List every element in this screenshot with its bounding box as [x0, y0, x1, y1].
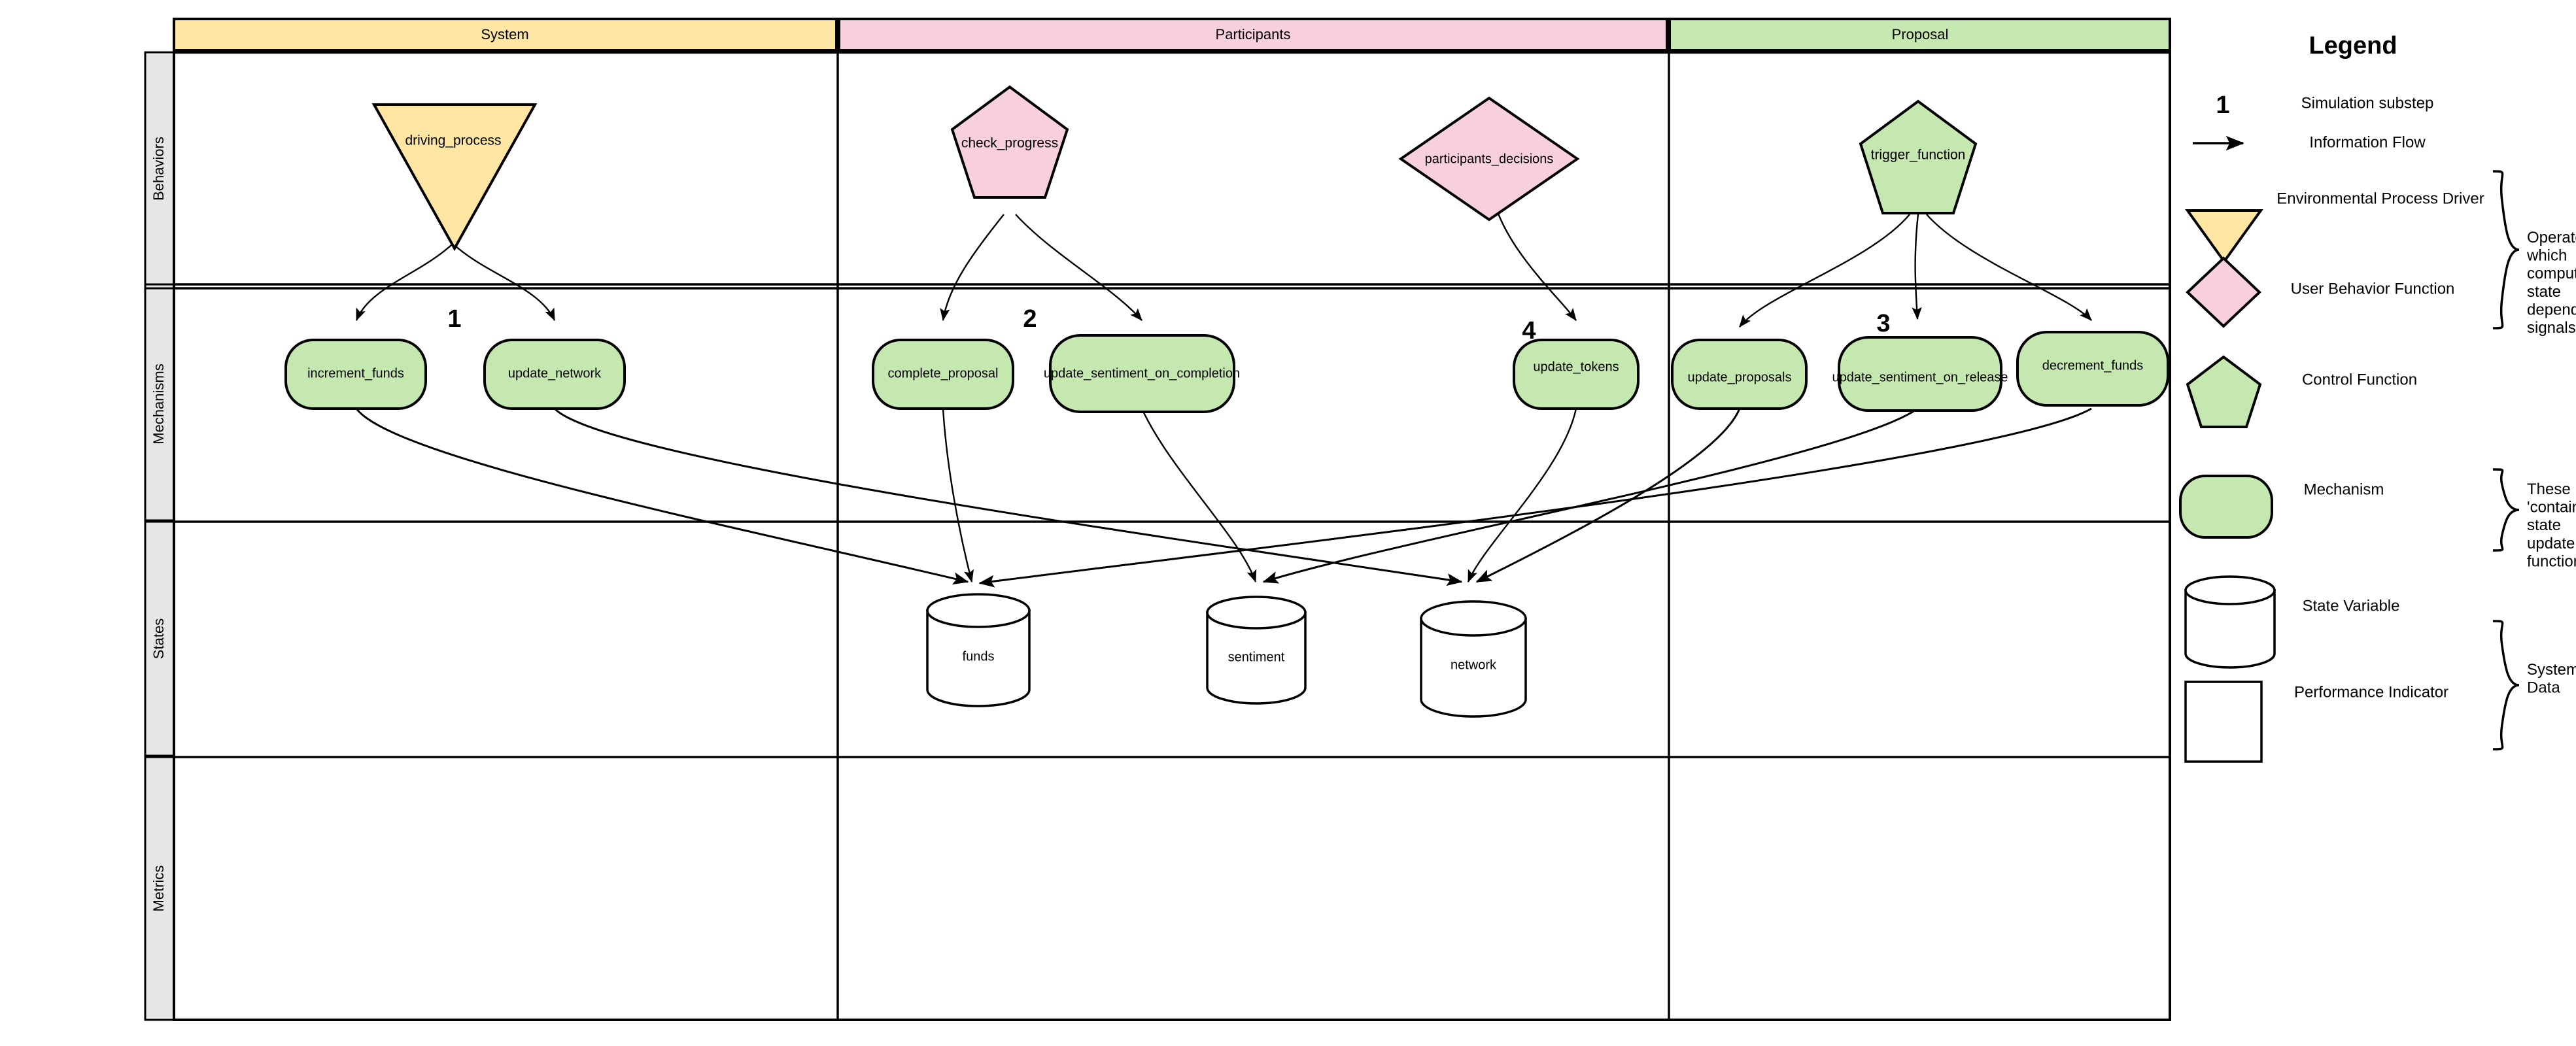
- row-label-text-behaviors: Behaviors: [150, 137, 167, 201]
- node-participants-decisions[interactable]: participants_decisions: [1398, 96, 1580, 222]
- node-label-check-progress: check_progress: [961, 136, 1058, 151]
- node-label-update-sentiment-on-release: update_sentiment_on_release: [1832, 370, 2008, 384]
- node-label-update-proposals: update_proposals: [1687, 370, 1791, 384]
- edge-update-sentiment-on-completion-to-sentiment: [1141, 408, 1257, 583]
- substep-number-4: 4: [1522, 317, 1536, 345]
- column-header-label-participants: Participants: [1216, 26, 1291, 42]
- swimlane-grid: System Participants Proposal Behaviors M…: [144, 18, 2171, 1021]
- edge-trigger-function-to-update-proposals: [1739, 214, 1910, 328]
- row-label-text-mechanisms: Mechanisms: [150, 363, 167, 444]
- cylinder-icon: [2184, 575, 2276, 605]
- bracket-operators: Operatorswhichcomputestatedependentsigna…: [2492, 170, 2576, 337]
- legend-label-environmental-process-driver: Environmental Process Driver: [2276, 190, 2484, 207]
- node-label-network: network: [1451, 658, 1497, 672]
- legend-label-performance-indicator: Performance Indicator: [2294, 683, 2448, 701]
- node-driving-process[interactable]: driving_process: [371, 103, 538, 252]
- node-label-update-network: update_network: [508, 366, 602, 380]
- rounded-rect-icon: [2179, 475, 2273, 539]
- flow-edges-mechanisms-to-states: [355, 407, 2092, 588]
- edge-check-progress-to-update-sentiment-on-completion: [1015, 214, 1142, 321]
- legend-glyph-substep-number: 1: [2216, 92, 2229, 119]
- edge-driving-process-to-update-network: [454, 245, 556, 322]
- legend-label-information-flow: Information Flow: [2309, 133, 2426, 151]
- diamond-icon: [2186, 256, 2261, 328]
- node-decrement-funds[interactable]: decrement_funds: [2016, 331, 2169, 407]
- edge-increment-funds-to-funds: [355, 408, 969, 585]
- column-header-label-proposal: Proposal: [1892, 26, 1949, 42]
- node-label-driving-process: driving_process: [405, 133, 501, 148]
- flow-edges-behaviors-to-mechanisms: [355, 186, 2092, 328]
- node-check-progress[interactable]: check_progress: [950, 85, 1069, 199]
- node-increment-funds[interactable]: increment_funds: [284, 339, 427, 410]
- node-funds[interactable]: funds: [926, 593, 1031, 707]
- row-label-behaviors: Behaviors: [144, 51, 175, 286]
- node-label-update-tokens: update_tokens: [1533, 360, 1619, 374]
- grid-outline: [173, 51, 2171, 1021]
- substep-number-3: 3: [1876, 310, 1890, 337]
- edge-decrement-funds-to-funds: [978, 407, 2092, 588]
- substep-number-1: 1: [447, 305, 461, 333]
- legend-item-state-variable: State Variable: [2184, 575, 2400, 669]
- bracket-text-operators: Operatorswhichcomputestatedependentsigna…: [2526, 229, 2576, 337]
- column-header-proposal: Proposal: [1668, 18, 2171, 52]
- legend-item-control-function: Control Function: [2186, 355, 2417, 428]
- rect-icon: [2184, 681, 2263, 763]
- bracket-mechanism: These'contain'stateupdatefunctions: [2492, 468, 2576, 570]
- node-label-participants-decisions: participants_decisions: [1425, 152, 1554, 166]
- node-update-network[interactable]: update_network: [483, 339, 626, 410]
- pentagon-icon: [2186, 355, 2262, 428]
- edge-update-tokens-to-network: [1467, 408, 1577, 583]
- edge-driving-process-to-increment-funds: [355, 245, 452, 322]
- legend-item-mechanism: Mechanism: [2179, 475, 2384, 539]
- legend-label-control-function: Control Function: [2302, 371, 2417, 388]
- triangle-down-icon: [2185, 209, 2263, 264]
- legend-item-performance-indicator: Performance Indicator: [2184, 681, 2448, 763]
- legend-label-mechanism: Mechanism: [2304, 481, 2384, 498]
- node-update-tokens[interactable]: update_tokens: [1513, 339, 1640, 410]
- node-complete-proposal[interactable]: complete_proposal: [872, 339, 1014, 410]
- node-update-sentiment-on-release[interactable]: update_sentiment_on_release: [1832, 336, 2008, 412]
- node-sentiment[interactable]: sentiment: [1206, 596, 1307, 705]
- legend: Legend 1 Simulation substep Information …: [2179, 32, 2576, 763]
- legend-item-simulation-substep: 1 Simulation substep: [2216, 92, 2433, 119]
- row-label-metrics: Metrics: [144, 756, 175, 1021]
- edge-trigger-function-to-update-sentiment-on-release: [1912, 214, 1922, 320]
- node-update-sentiment-on-completion[interactable]: update_sentiment_on_completion: [1044, 334, 1240, 413]
- node-label-trigger-function: trigger_function: [1871, 148, 1966, 163]
- edge-update-network-to-network: [553, 407, 1463, 586]
- node-label-funds: funds: [963, 649, 995, 664]
- node-label-sentiment: sentiment: [1228, 650, 1285, 664]
- column-header-participants: Participants: [838, 18, 1668, 52]
- bracket-text-mechanism: These'contain'stateupdatefunctions: [2527, 481, 2576, 570]
- edge-check-progress-to-complete-proposal: [940, 214, 1005, 322]
- node-label-decrement-funds: decrement_funds: [2042, 358, 2144, 373]
- node-label-complete-proposal: complete_proposal: [888, 366, 999, 380]
- node-label-update-sentiment-on-completion: update_sentiment_on_completion: [1044, 366, 1240, 380]
- legend-label-simulation-substep: Simulation substep: [2301, 94, 2434, 112]
- legend-label-user-behavior-function: User Behavior Function: [2291, 280, 2455, 297]
- node-label-increment-funds: increment_funds: [307, 366, 404, 380]
- edge-update-proposals-to-network: [1475, 408, 1741, 583]
- node-update-proposals[interactable]: update_proposals: [1671, 339, 1808, 410]
- row-label-text-states: States: [150, 618, 167, 659]
- edge-complete-proposal-to-funds: [942, 408, 974, 583]
- substep-number-2: 2: [1023, 305, 1037, 333]
- row-label-mechanisms: Mechanisms: [144, 287, 175, 522]
- node-network[interactable]: network: [1420, 600, 1527, 718]
- legend-item-environmental-process-driver: Environmental Process Driver: [2185, 190, 2484, 264]
- row-label-states: States: [144, 520, 175, 757]
- column-header-label-system: System: [481, 26, 528, 42]
- edge-trigger-function-to-decrement-funds: [1926, 214, 2092, 321]
- column-header-system: System: [173, 18, 838, 52]
- row-label-text-metrics: Metrics: [150, 866, 167, 912]
- legend-label-state-variable: State Variable: [2303, 597, 2400, 615]
- node-trigger-function[interactable]: trigger_function: [1859, 99, 1978, 214]
- edge-update-sentiment-on-release-to-sentiment: [1262, 407, 1918, 584]
- legend-title: Legend: [2309, 32, 2397, 59]
- legend-item-user-behavior-function: User Behavior Function: [2186, 256, 2455, 328]
- legend-item-information-flow: Information Flow: [2193, 133, 2426, 151]
